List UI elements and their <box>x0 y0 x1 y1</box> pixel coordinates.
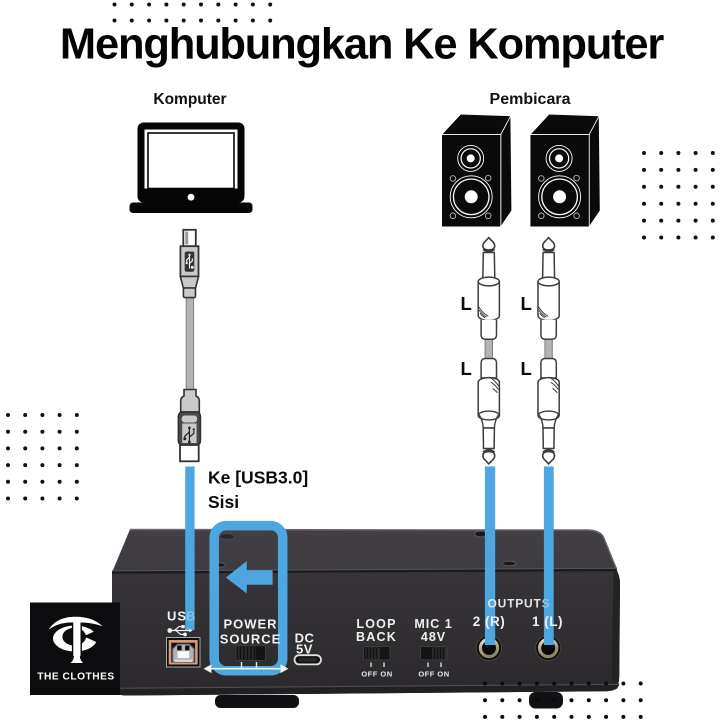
svg-text:LOOP: LOOP <box>356 617 396 631</box>
svg-text:2 (R): 2 (R) <box>473 614 506 629</box>
svg-text:Pembicara: Pembicara <box>490 91 571 108</box>
svg-text:Menghubungkan Ke Komputer: Menghubungkan Ke Komputer <box>60 21 664 69</box>
svg-text:OFF ON: OFF ON <box>418 670 449 679</box>
svg-text:5V: 5V <box>296 642 313 657</box>
svg-text:US: US <box>167 609 187 624</box>
svg-text:Ke [USB3.0]: Ke [USB3.0] <box>208 468 308 488</box>
svg-text:THE CLOTHES: THE CLOTHES <box>37 672 114 683</box>
svg-text:Sisi: Sisi <box>208 492 239 512</box>
svg-text:POWER: POWER <box>223 617 277 632</box>
svg-text:L: L <box>461 293 472 314</box>
svg-text:SOURCE: SOURCE <box>220 632 282 647</box>
svg-text:B: B <box>186 609 195 624</box>
svg-text:48V: 48V <box>421 630 446 644</box>
svg-text:1 (L): 1 (L) <box>532 614 563 629</box>
svg-text:OUTPUTS: OUTPUTS <box>488 597 551 611</box>
svg-text:L: L <box>521 293 532 314</box>
svg-text:OFF ON: OFF ON <box>361 670 392 679</box>
svg-text:L: L <box>521 358 532 379</box>
svg-text:L: L <box>461 358 472 379</box>
svg-text:Komputer: Komputer <box>153 91 226 108</box>
svg-text:BACK: BACK <box>356 630 397 644</box>
svg-text:MIC 1: MIC 1 <box>414 617 452 631</box>
svg-text:DC: DC <box>295 631 315 646</box>
